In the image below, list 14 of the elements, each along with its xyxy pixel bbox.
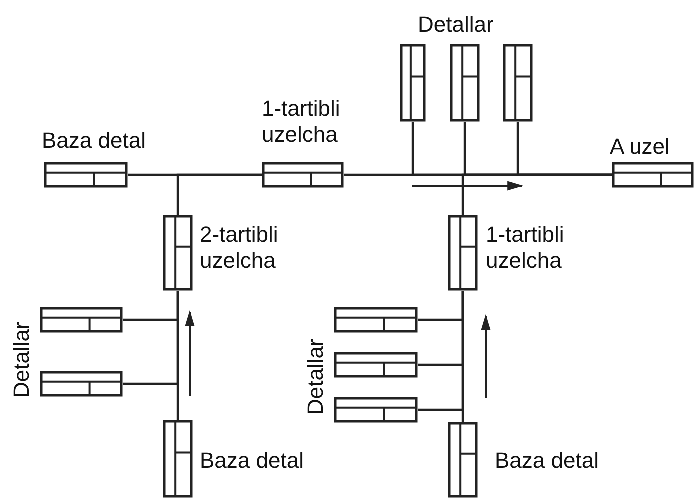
part-label: 2-tartibli uzelcha bbox=[200, 222, 280, 274]
part-label: Baza detal bbox=[495, 448, 600, 474]
part-label: Baza detal bbox=[42, 128, 147, 154]
connector-line bbox=[462, 290, 464, 422]
group-label: Detallar bbox=[418, 12, 494, 38]
connector-line bbox=[462, 174, 612, 215]
group-label: Detallar bbox=[9, 322, 35, 398]
part-label: 1-tartibli uzelcha bbox=[262, 96, 342, 148]
connector-line bbox=[176, 290, 180, 420]
connector-line bbox=[176, 174, 262, 215]
part-label: A uzel bbox=[610, 134, 671, 160]
part-label: Baza detal bbox=[200, 448, 305, 474]
group-label: Detallar bbox=[303, 339, 329, 415]
part-label: 1-tartibli uzelcha bbox=[486, 222, 566, 274]
